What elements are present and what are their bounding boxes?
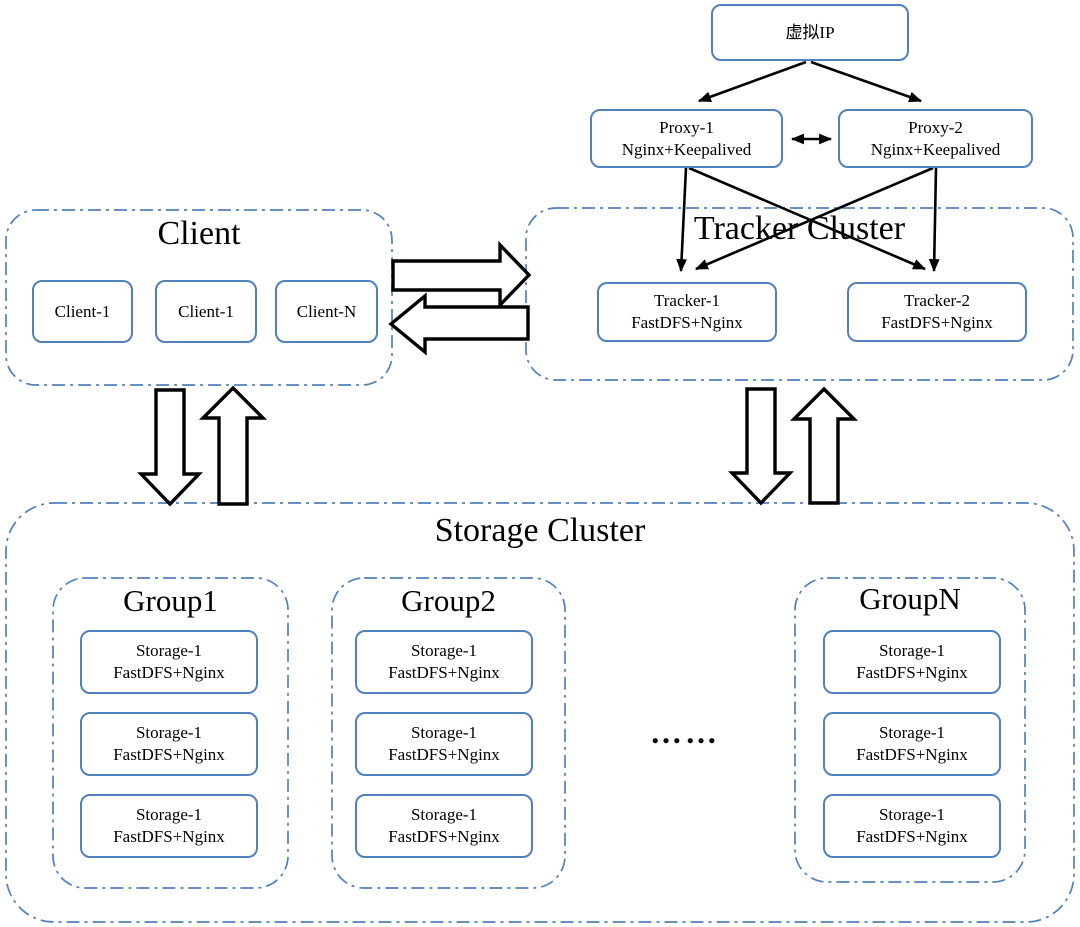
group2-storage-node-3: Storage-1 FastDFS+Nginx [355,794,533,858]
tracker-1-node: Tracker-1 FastDFS+Nginx [597,282,777,342]
storage-node-tech: FastDFS+Nginx [856,663,968,682]
storage-node-tech: FastDFS+Nginx [856,745,968,764]
block-arrow-client-to-tracker [391,240,532,310]
virtual-ip-label: 虚拟IP [785,22,835,42]
arrow-proxy1-to-tracker2 [688,166,926,271]
client-cluster-border [5,209,393,386]
storage-cluster-title: Storage Cluster [434,512,646,549]
virtual-ip-node: 虚拟IP [711,4,909,61]
storage-node-name: Storage-1 [878,641,946,661]
client-2-node: Client-1 [155,280,257,343]
storage-node-name: Storage-1 [135,641,203,661]
tracker-cluster-border [525,207,1074,381]
block-arrow-storage-to-tracker [789,386,859,505]
groupN-storage-node-3: Storage-1 FastDFS+Nginx [823,794,1001,858]
storage-node-name: Storage-1 [410,723,478,743]
groupN-border [794,577,1026,883]
group1-storage-node-1: Storage-1 FastDFS+Nginx [80,630,258,694]
group2-title: Group2 [401,583,496,618]
arrow-proxy2-to-tracker2 [928,167,940,273]
block-arrow-client-to-storage [136,388,204,507]
storage-node-tech: FastDFS+Nginx [388,827,500,846]
proxy-2-tech: Nginx+Keepalived [870,139,1001,159]
tracker-1-tech: FastDFS+Nginx [631,313,743,332]
client-2-label: Client-1 [178,301,234,321]
proxy-1-tech: Nginx+Keepalived [621,139,752,159]
groupN-title: GroupN [859,581,961,616]
storage-node-name: Storage-1 [878,805,946,825]
client-n-label: Client-N [296,301,357,321]
group1-storage-node-3: Storage-1 FastDFS+Nginx [80,794,258,858]
tracker-cluster-title: Tracker Cluster [693,210,906,247]
tracker-2-tech: FastDFS+Nginx [881,313,993,332]
storage-node-tech: FastDFS+Nginx [388,663,500,682]
storage-node-tech: FastDFS+Nginx [113,745,225,764]
proxy-2-node: Proxy-2 Nginx+Keepalived [838,109,1033,168]
storage-node-tech: FastDFS+Nginx [113,663,225,682]
tracker-2-node: Tracker-2 FastDFS+Nginx [847,282,1027,342]
group2-storage-node-1: Storage-1 FastDFS+Nginx [355,630,533,694]
storage-node-name: Storage-1 [135,723,203,743]
proxy-1-node: Proxy-1 Nginx+Keepalived [590,109,783,168]
group1-storage-node-2: Storage-1 FastDFS+Nginx [80,712,258,776]
storage-cluster-border [5,502,1075,923]
arrow-proxy1-to-tracker1 [676,167,688,273]
client-1-node: Client-1 [32,280,133,343]
proxy-2-name: Proxy-2 [908,117,963,137]
group1-title: Group1 [123,583,218,618]
groups-ellipsis: …… [650,714,720,750]
storage-node-tech: FastDFS+Nginx [856,827,968,846]
block-arrow-storage-to-client [198,385,268,506]
client-n-node: Client-N [275,280,378,343]
arrow-vip-to-proxy1 [697,60,807,103]
proxy-1-name: Proxy-1 [659,117,714,137]
groupN-storage-node-1: Storage-1 FastDFS+Nginx [823,630,1001,694]
storage-node-tech: FastDFS+Nginx [113,827,225,846]
group1-border [52,577,289,889]
group2-border [331,577,566,889]
client-1-label: Client-1 [54,301,111,321]
groupN-storage-node-2: Storage-1 FastDFS+Nginx [823,712,1001,776]
storage-node-tech: FastDFS+Nginx [388,745,500,764]
client-cluster-title: Client [157,215,241,252]
block-arrow-tracker-to-storage [727,387,795,506]
tracker-1-name: Tracker-1 [653,291,721,311]
storage-node-name: Storage-1 [410,641,478,661]
arrow-proxy2-to-tracker1 [695,166,934,271]
storage-node-name: Storage-1 [410,805,478,825]
storage-node-name: Storage-1 [135,805,203,825]
arrow-vip-to-proxy2 [810,60,923,103]
block-arrow-tracker-to-client [388,292,530,356]
group2-storage-node-2: Storage-1 FastDFS+Nginx [355,712,533,776]
tracker-2-name: Tracker-2 [903,291,971,311]
storage-node-name: Storage-1 [878,723,946,743]
